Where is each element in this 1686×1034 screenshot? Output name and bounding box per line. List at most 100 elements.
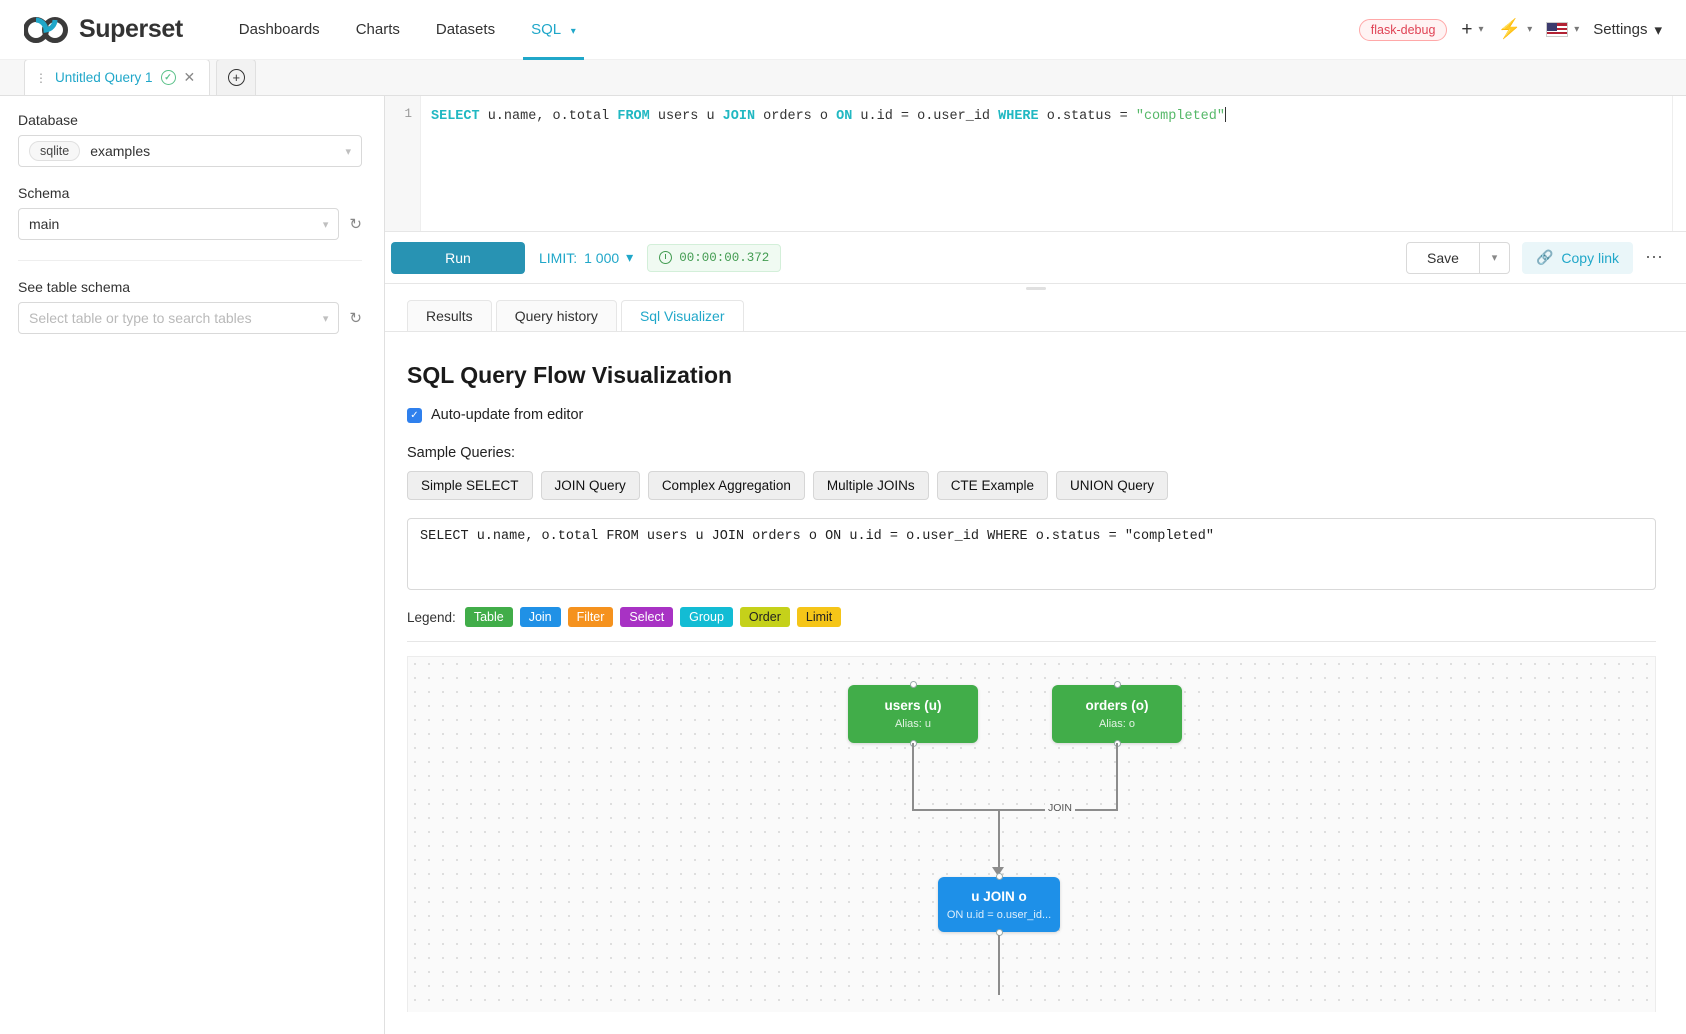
close-icon[interactable]: ✕ (183, 69, 196, 85)
tab-sql-visualizer[interactable]: Sql Visualizer (620, 300, 744, 332)
editor-scrollbar[interactable] (1672, 96, 1686, 231)
save-button[interactable]: Save (1406, 241, 1480, 274)
token-users: users u (649, 109, 723, 124)
brand[interactable]: Superset (24, 15, 183, 44)
sample-query-complex-aggregation[interactable]: Complex Aggregation (647, 471, 805, 500)
token-on: ON (836, 109, 853, 124)
schema-value: main (29, 216, 60, 232)
copy-link-button[interactable]: 🔗 Copy link (1521, 241, 1633, 274)
edge-join-vertical (998, 809, 1000, 872)
token-oncond: u.id = o.user_id (852, 109, 999, 124)
save-dropdown-chevron-down-icon[interactable]: ▾ (1479, 241, 1510, 274)
token-join: JOIN (722, 109, 756, 124)
left-panel: Database sqlite examples ▾ Schema main ▾… (0, 96, 385, 1034)
legend-badge-filter: Filter (567, 607, 614, 627)
add-query-tab-button[interactable]: + (216, 59, 257, 95)
chevron-down-icon: ▾ (1478, 24, 1484, 35)
panel-divider (18, 260, 362, 261)
legend-badge-order: Order (739, 607, 790, 627)
edge-orders-vertical (1116, 743, 1118, 810)
nav-link-datasets[interactable]: Datasets (435, 20, 496, 38)
tab-results[interactable]: Results (407, 300, 492, 332)
nav-links: Dashboards Charts Datasets SQL ▾ (221, 0, 594, 60)
sample-query-multiple-joins[interactable]: Multiple JOINs (812, 471, 929, 500)
token-select: SELECT (431, 109, 480, 124)
legend: Legend: Table Join Filter Select Group O… (407, 607, 1656, 627)
sample-queries-label: Sample Queries: (407, 445, 515, 461)
sample-query-union-query[interactable]: UNION Query (1055, 471, 1168, 500)
us-flag-icon (1546, 22, 1569, 37)
chevron-down-icon: ▾ (570, 25, 576, 37)
query-tab-untitled-query-1[interactable]: ⋮ Untitled Query 1 ✓ ✕ (24, 59, 211, 95)
legend-badge-table: Table (464, 607, 513, 627)
edge-users-horizontal (912, 809, 998, 811)
limit-prefix: LIMIT: (539, 249, 578, 266)
token-string-completed: "completed" (1135, 109, 1225, 124)
token-orders: orders o (755, 109, 837, 124)
bolt-icon: ⚡ (1497, 19, 1522, 40)
sql-editor[interactable]: 1 SELECT u.name, o.total FROM users u JO… (385, 96, 1686, 232)
refresh-schema-icon[interactable]: ↻ (349, 216, 362, 233)
flow-node-orders[interactable]: orders (o) Alias: o (1052, 681, 1182, 747)
see-table-schema-label: See table schema (18, 279, 131, 295)
database-engine-pill: sqlite (29, 141, 81, 161)
edge-users-vertical (912, 743, 914, 810)
chevron-down-icon: ▾ (345, 145, 351, 158)
table-placeholder: Select table or type to search tables (29, 310, 252, 326)
nav-link-charts[interactable]: Charts (355, 20, 400, 38)
editor-code-line[interactable]: SELECT u.name, o.total FROM users u JOIN… (421, 96, 1672, 231)
sql-visualizer-pane: SQL Query Flow Visualization ✓ Auto-upda… (385, 332, 1686, 1034)
legend-label: Legend: (407, 609, 456, 625)
new-item-button[interactable]: + ▾ (1461, 20, 1483, 39)
flow-node-join-title: u JOIN o (971, 888, 1027, 904)
sample-query-join-query[interactable]: JOIN Query (540, 471, 640, 500)
edge-arrow-icon (992, 867, 1004, 876)
table-row: Select table or type to search tables ▾ … (18, 302, 362, 334)
refresh-tables-icon[interactable]: ↻ (349, 310, 362, 327)
token-status: o.status = (1038, 109, 1136, 124)
schema-select[interactable]: main ▾ (18, 208, 340, 240)
legend-divider (407, 641, 1656, 642)
chevron-down-icon: ▾ (322, 312, 329, 325)
database-select[interactable]: sqlite examples ▾ (18, 135, 362, 167)
tab-query-history[interactable]: Query history (495, 300, 617, 332)
more-options-icon[interactable]: ⋯ (1645, 247, 1664, 267)
nav-link-dashboards[interactable]: Dashboards (238, 20, 320, 38)
legend-badge-select: Select (620, 607, 674, 627)
table-select[interactable]: Select table or type to search tables ▾ (18, 302, 340, 334)
nav-link-sql-label: SQL (531, 20, 561, 38)
node-port-top (909, 681, 917, 688)
editor-toolbar: Run LIMIT: 1 000 ▾ 00:00:00.372 Save ▾ (385, 232, 1686, 284)
right-panel: 1 SELECT u.name, o.total FROM users u JO… (385, 96, 1686, 1034)
auto-update-checkbox[interactable]: ✓ (407, 407, 422, 423)
nav-link-sql[interactable]: SQL ▾ (513, 0, 594, 60)
edge-join-out (998, 935, 1000, 995)
query-timer: 00:00:00.372 (647, 243, 782, 272)
sample-query-cte-example[interactable]: CTE Example (936, 471, 1048, 500)
timer-value: 00:00:00.372 (679, 250, 770, 265)
copy-link-label: Copy link (1561, 249, 1619, 266)
run-button[interactable]: Run (391, 241, 525, 274)
settings-label: Settings (1593, 21, 1648, 38)
chevron-down-icon: ▾ (1654, 21, 1662, 39)
settings-menu[interactable]: Settings ▾ (1593, 21, 1662, 39)
node-port-top (1113, 681, 1121, 688)
drag-handle-icon[interactable]: ⋮ (35, 70, 47, 85)
toolbar-right-group: Save ▾ 🔗 Copy link ⋯ (1406, 241, 1664, 274)
token-cols: u.name, o.total (479, 109, 618, 124)
language-selector[interactable]: ▾ (1546, 22, 1579, 37)
flow-node-join[interactable]: u JOIN o ON u.id = o.user_id... (938, 873, 1060, 936)
query-flow-canvas[interactable]: users (u) Alias: u orders (o) Alias: o (407, 656, 1656, 1012)
sample-query-simple-select[interactable]: Simple SELECT (407, 471, 533, 500)
panel-resize-handle[interactable] (385, 284, 1686, 292)
token-from: FROM (617, 109, 650, 124)
chevron-down-icon: ▾ (322, 218, 329, 231)
limit-dropdown[interactable]: LIMIT: 1 000 ▾ (539, 249, 633, 266)
flow-node-orders-subtitle: Alias: o (1098, 718, 1136, 730)
bolt-menu-button[interactable]: ⚡ ▾ (1498, 20, 1533, 39)
flow-node-users[interactable]: users (u) Alias: u (848, 681, 978, 747)
limit-value: 1 000 (584, 249, 620, 266)
visualizer-sql-input[interactable] (407, 518, 1656, 590)
brand-name: Superset (79, 15, 183, 43)
